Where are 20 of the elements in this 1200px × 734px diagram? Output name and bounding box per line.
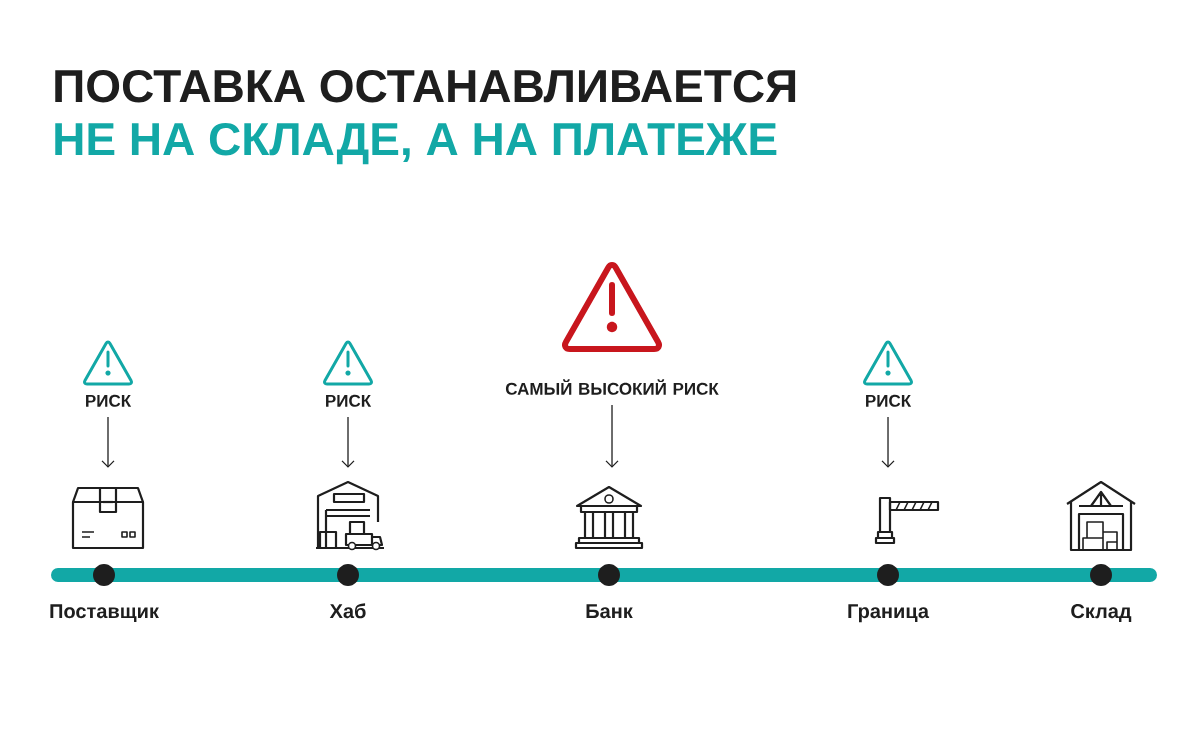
arrow [881, 416, 895, 468]
arrow [341, 416, 355, 468]
hub-drawing [316, 480, 384, 551]
station-label: Поставщик [50, 604, 159, 622]
risk-label: РИСК [326, 394, 372, 407]
title: ПОСТАВКА ОСТАНАВЛИВАЕТСЯ [55, 69, 796, 103]
station-label: Хаб [329, 603, 366, 619]
bank-drawing [574, 485, 644, 550]
arrow [605, 404, 619, 468]
warehouse-drawing [1066, 480, 1136, 552]
subtitle: НЕ НА СКЛАДЕ, А НА ПЛАТЕЖЕ [55, 122, 777, 165]
arrow [101, 416, 115, 468]
risk-label: РИСК [866, 394, 912, 407]
box-drawing [71, 486, 145, 550]
station-label: Склад [1071, 604, 1132, 622]
risk-label: САМЫЙ ВЫСОКИЙ РИСК [505, 379, 719, 395]
risk-label: РИСК [86, 394, 132, 407]
station-label: Банк [586, 604, 633, 619]
station-label: Граница [848, 604, 930, 623]
barrier-drawing [874, 496, 940, 545]
